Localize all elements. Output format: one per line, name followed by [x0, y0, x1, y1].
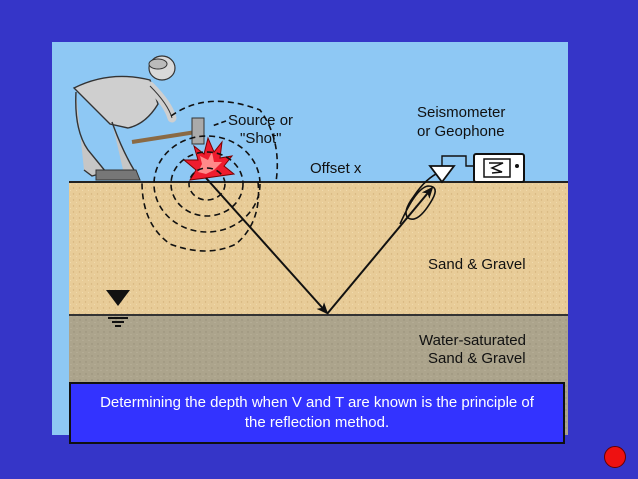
- source-leader-line: [211, 120, 227, 127]
- layer2-label-line1: Water-saturated: [419, 332, 526, 349]
- worker-with-sledgehammer: [72, 55, 205, 181]
- caption-box: Determining the depth when V and T are k…: [69, 382, 565, 444]
- seismometer-label-line1: Seismometer: [417, 104, 505, 121]
- water-table-icon: [106, 290, 130, 327]
- seismometer-label-line2: or Geophone: [417, 123, 505, 140]
- seismic-wavefronts: [141, 100, 279, 252]
- caption-text: Determining the depth when V and T are k…: [100, 394, 534, 431]
- reflected-ray: [326, 186, 434, 315]
- ground-motion-wiggle: [399, 171, 441, 225]
- sand-gravel-layer: [69, 182, 568, 315]
- incident-ray: [205, 177, 329, 315]
- layer1-label: Sand & Gravel: [428, 256, 526, 273]
- next-slide-button[interactable]: [604, 446, 626, 468]
- source-label-line2: "Shot": [240, 130, 282, 147]
- seismograph-icon: [473, 153, 525, 183]
- offset-label: Offset x: [310, 160, 362, 177]
- layer2-label-line2: Sand & Gravel: [428, 350, 526, 367]
- source-label-line1: Source or: [228, 112, 293, 129]
